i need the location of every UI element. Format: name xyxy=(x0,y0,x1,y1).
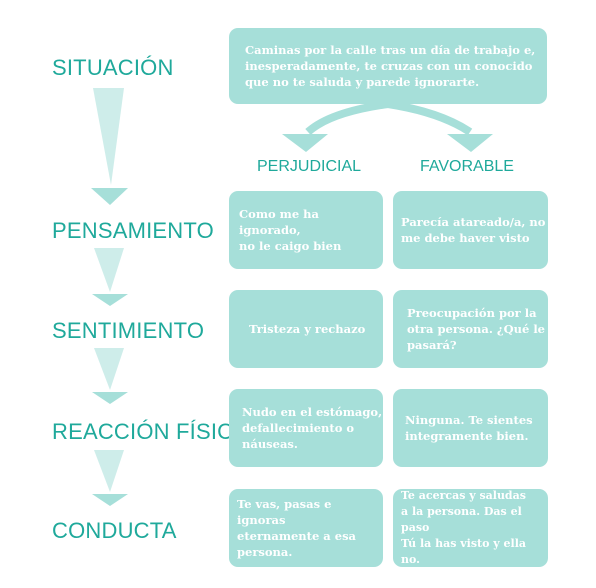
arrow-down-icon xyxy=(92,348,128,404)
stage-label-sentimiento: SENTIMIENTO xyxy=(52,318,205,343)
arrow-down-icon xyxy=(91,88,128,205)
favorable-sentimiento-box: Preocupación por la otra persona. ¿Qué l… xyxy=(393,290,548,368)
arrow-down-icon xyxy=(92,248,128,306)
favorable-reaccion-text: Ninguna. Te sientes integramente bien. xyxy=(405,413,533,443)
arrow-right-down-icon xyxy=(447,134,493,152)
stage-label-conducta: CONDUCTA xyxy=(52,518,177,543)
favorable-conducta-box: Te acercas y saludas a la persona. Das e… xyxy=(393,489,548,567)
stage-label-reaccion: REACCIÓN FÍSICA xyxy=(52,419,249,444)
split-arrows xyxy=(282,100,493,152)
arrow-down-icon xyxy=(92,450,128,506)
stage-label-situacion: SITUACIÓN xyxy=(52,55,174,80)
column-label-favorable: FAVORABLE xyxy=(420,158,514,175)
perjudicial-pensamiento-text: Como me ha ignorado, no le caigo bien xyxy=(239,207,342,253)
stage-label-pensamiento: PENSAMIENTO xyxy=(52,218,214,243)
favorable-reaccion-box: Ninguna. Te sientes integramente bien. xyxy=(393,389,548,467)
perjudicial-conducta-text: Te vas, pasas e ignoras eternamente a es… xyxy=(237,497,356,559)
situation-box: Caminas por la calle tras un día de trab… xyxy=(229,28,547,104)
perjudicial-conducta-box: Te vas, pasas e ignoras eternamente a es… xyxy=(229,489,383,567)
favorable-pensamiento-box: Parecía atareado/a, no me debe haver vis… xyxy=(393,191,548,269)
favorable-sentimiento-text: Preocupación por la otra persona. ¿Qué l… xyxy=(407,306,545,352)
perjudicial-pensamiento-box: Como me ha ignorado, no le caigo bien xyxy=(229,191,383,269)
perjudicial-sentimiento-text: Tristeza y rechazo xyxy=(249,322,366,336)
favorable-pensamiento-text: Parecía atareado/a, no me debe haver vis… xyxy=(401,215,546,245)
column-label-perjudicial: PERJUDICIAL xyxy=(257,158,362,175)
perjudicial-sentimiento-box: Tristeza y rechazo xyxy=(229,290,383,368)
perjudicial-reaccion-text: Nudo en el estómago, defallecimiento o n… xyxy=(242,405,383,451)
arrow-left-down-icon xyxy=(282,134,328,152)
situation-text: Caminas por la calle tras un día de trab… xyxy=(245,43,536,89)
favorable-conducta-text: Te acercas y saludas a la persona. Das e… xyxy=(401,489,527,566)
perjudicial-reaccion-box: Nudo en el estómago, defallecimiento o n… xyxy=(229,389,383,467)
